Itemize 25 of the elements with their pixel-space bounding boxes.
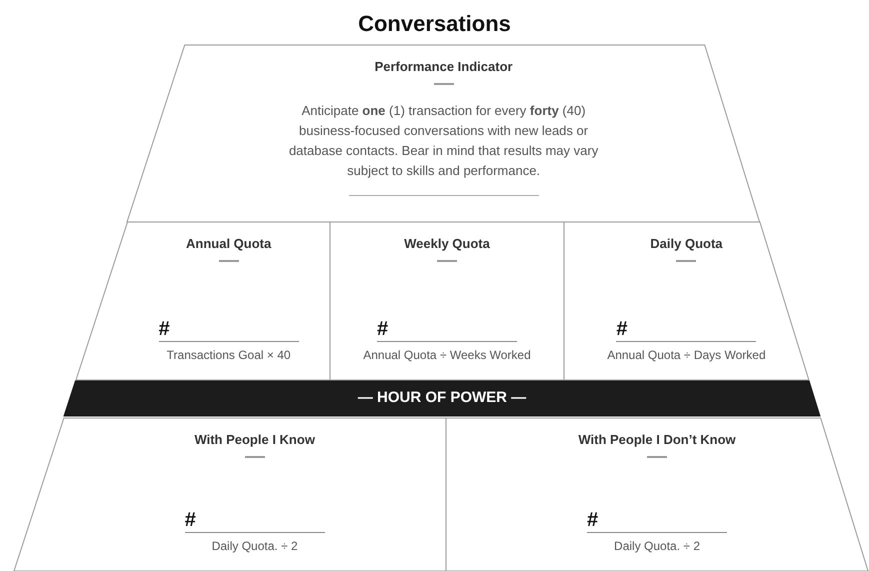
number-symbol: # bbox=[587, 508, 600, 532]
quota-panel bbox=[76, 222, 330, 380]
banner-band bbox=[64, 381, 820, 416]
panel-heading: Annual Quota bbox=[186, 235, 272, 253]
number-symbol: # bbox=[158, 317, 171, 341]
number-symbol: # bbox=[616, 317, 629, 341]
panel-heading: With People I Know bbox=[194, 431, 315, 449]
quota-panel bbox=[564, 222, 809, 380]
formula-text: Daily Quota. ÷ 2 bbox=[212, 538, 298, 555]
formula-text: Transactions Goal × 40 bbox=[166, 347, 291, 364]
formula-text: Annual Quota ÷ Days Worked bbox=[607, 347, 766, 364]
panel-heading: Performance Indicator bbox=[374, 58, 513, 76]
number-symbol: # bbox=[377, 317, 390, 341]
quota-panel bbox=[14, 418, 446, 571]
body-text: Anticipate one (1) transaction for every forty (40) business-focused conversations with new leads or database contacts. Bear in mind that results may vary subject to skills and performance. bbox=[288, 102, 600, 180]
panel-heading: Weekly Quota bbox=[404, 235, 490, 253]
number-symbol: # bbox=[184, 508, 197, 532]
quota-panel bbox=[330, 222, 564, 380]
formula-text: Daily Quota. ÷ 2 bbox=[614, 538, 700, 555]
panel-heading: With People I Don’t Know bbox=[578, 431, 736, 449]
band-title: — HOUR OF POWER — bbox=[358, 388, 526, 408]
diagram-title: Conversations bbox=[358, 10, 511, 38]
panel-heading: Daily Quota bbox=[650, 235, 723, 253]
quota-panel bbox=[446, 418, 868, 571]
formula-text: Annual Quota ÷ Weeks Worked bbox=[363, 347, 531, 364]
